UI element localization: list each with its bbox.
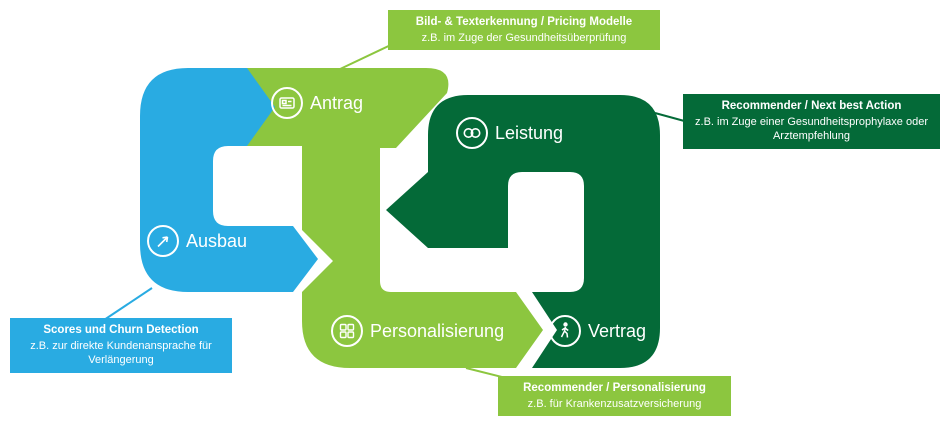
walking-person-icon <box>549 315 581 347</box>
stage-label-vertrag: Vertrag <box>588 321 646 341</box>
leader-line-right-callout <box>654 112 689 123</box>
stage-label-ausbau: Ausbau <box>186 231 247 251</box>
shape-light-green-band <box>247 68 543 368</box>
callout-bottom: Recommender / Personalisierung z.B. für … <box>498 376 731 417</box>
leader-line-top-callout <box>337 41 398 71</box>
callout-top: Bild- & Texterkennung / Pricing Modelle … <box>388 10 660 51</box>
grid-icon-glyph <box>339 323 355 339</box>
callout-bottom-left-title: Scores und Churn Detection <box>43 324 199 336</box>
compass-arrow-icon <box>147 225 179 257</box>
leader-line-bottom-left-callout <box>103 287 153 321</box>
id-card-icon-glyph <box>279 97 295 109</box>
stage-antrag: Antrag <box>271 87 363 119</box>
stage-label-personalisierung: Personalisierung <box>370 321 504 341</box>
callout-bottom-body: z.B. für Krankenzusatzversicherung <box>527 397 702 410</box>
stage-label-antrag: Antrag <box>310 93 363 113</box>
callout-bottom-left: Scores und Churn Detection z.B. zur dire… <box>10 318 232 374</box>
walking-person-icon-glyph <box>560 322 569 338</box>
stage-label-leistung: Leistung <box>495 123 563 143</box>
shape-dark-green-band <box>386 95 660 368</box>
callout-top-title: Bild- & Texterkennung / Pricing Modelle <box>415 16 633 28</box>
callout-bottom-left-body: z.B. zur direkte Kundenansprache für Ver… <box>30 339 212 367</box>
stage-ausbau: Ausbau <box>147 225 247 257</box>
callout-right-body: z.B. im Zuge einer Gesundheitsprophylaxe… <box>695 115 928 143</box>
stage-vertrag: Vertrag <box>549 315 646 347</box>
stage-personalisierung: Personalisierung <box>331 315 504 347</box>
stage-leistung: Leistung <box>456 117 563 149</box>
callout-bottom-title: Recommender / Personalisierung <box>523 382 706 394</box>
shape-cyan-band <box>140 68 318 292</box>
grid-icon <box>331 315 363 347</box>
callout-top-body: z.B. im Zuge der Gesundheitsüberprüfung <box>421 31 627 44</box>
callout-right-title: Recommender / Next best Action <box>721 100 902 112</box>
callout-right: Recommender / Next best Action z.B. im Z… <box>683 94 940 150</box>
compass-arrow-icon-glyph <box>157 236 169 248</box>
chain-links-icon <box>456 117 488 149</box>
chain-links-icon-glyph <box>463 128 481 138</box>
id-card-icon <box>271 87 303 119</box>
